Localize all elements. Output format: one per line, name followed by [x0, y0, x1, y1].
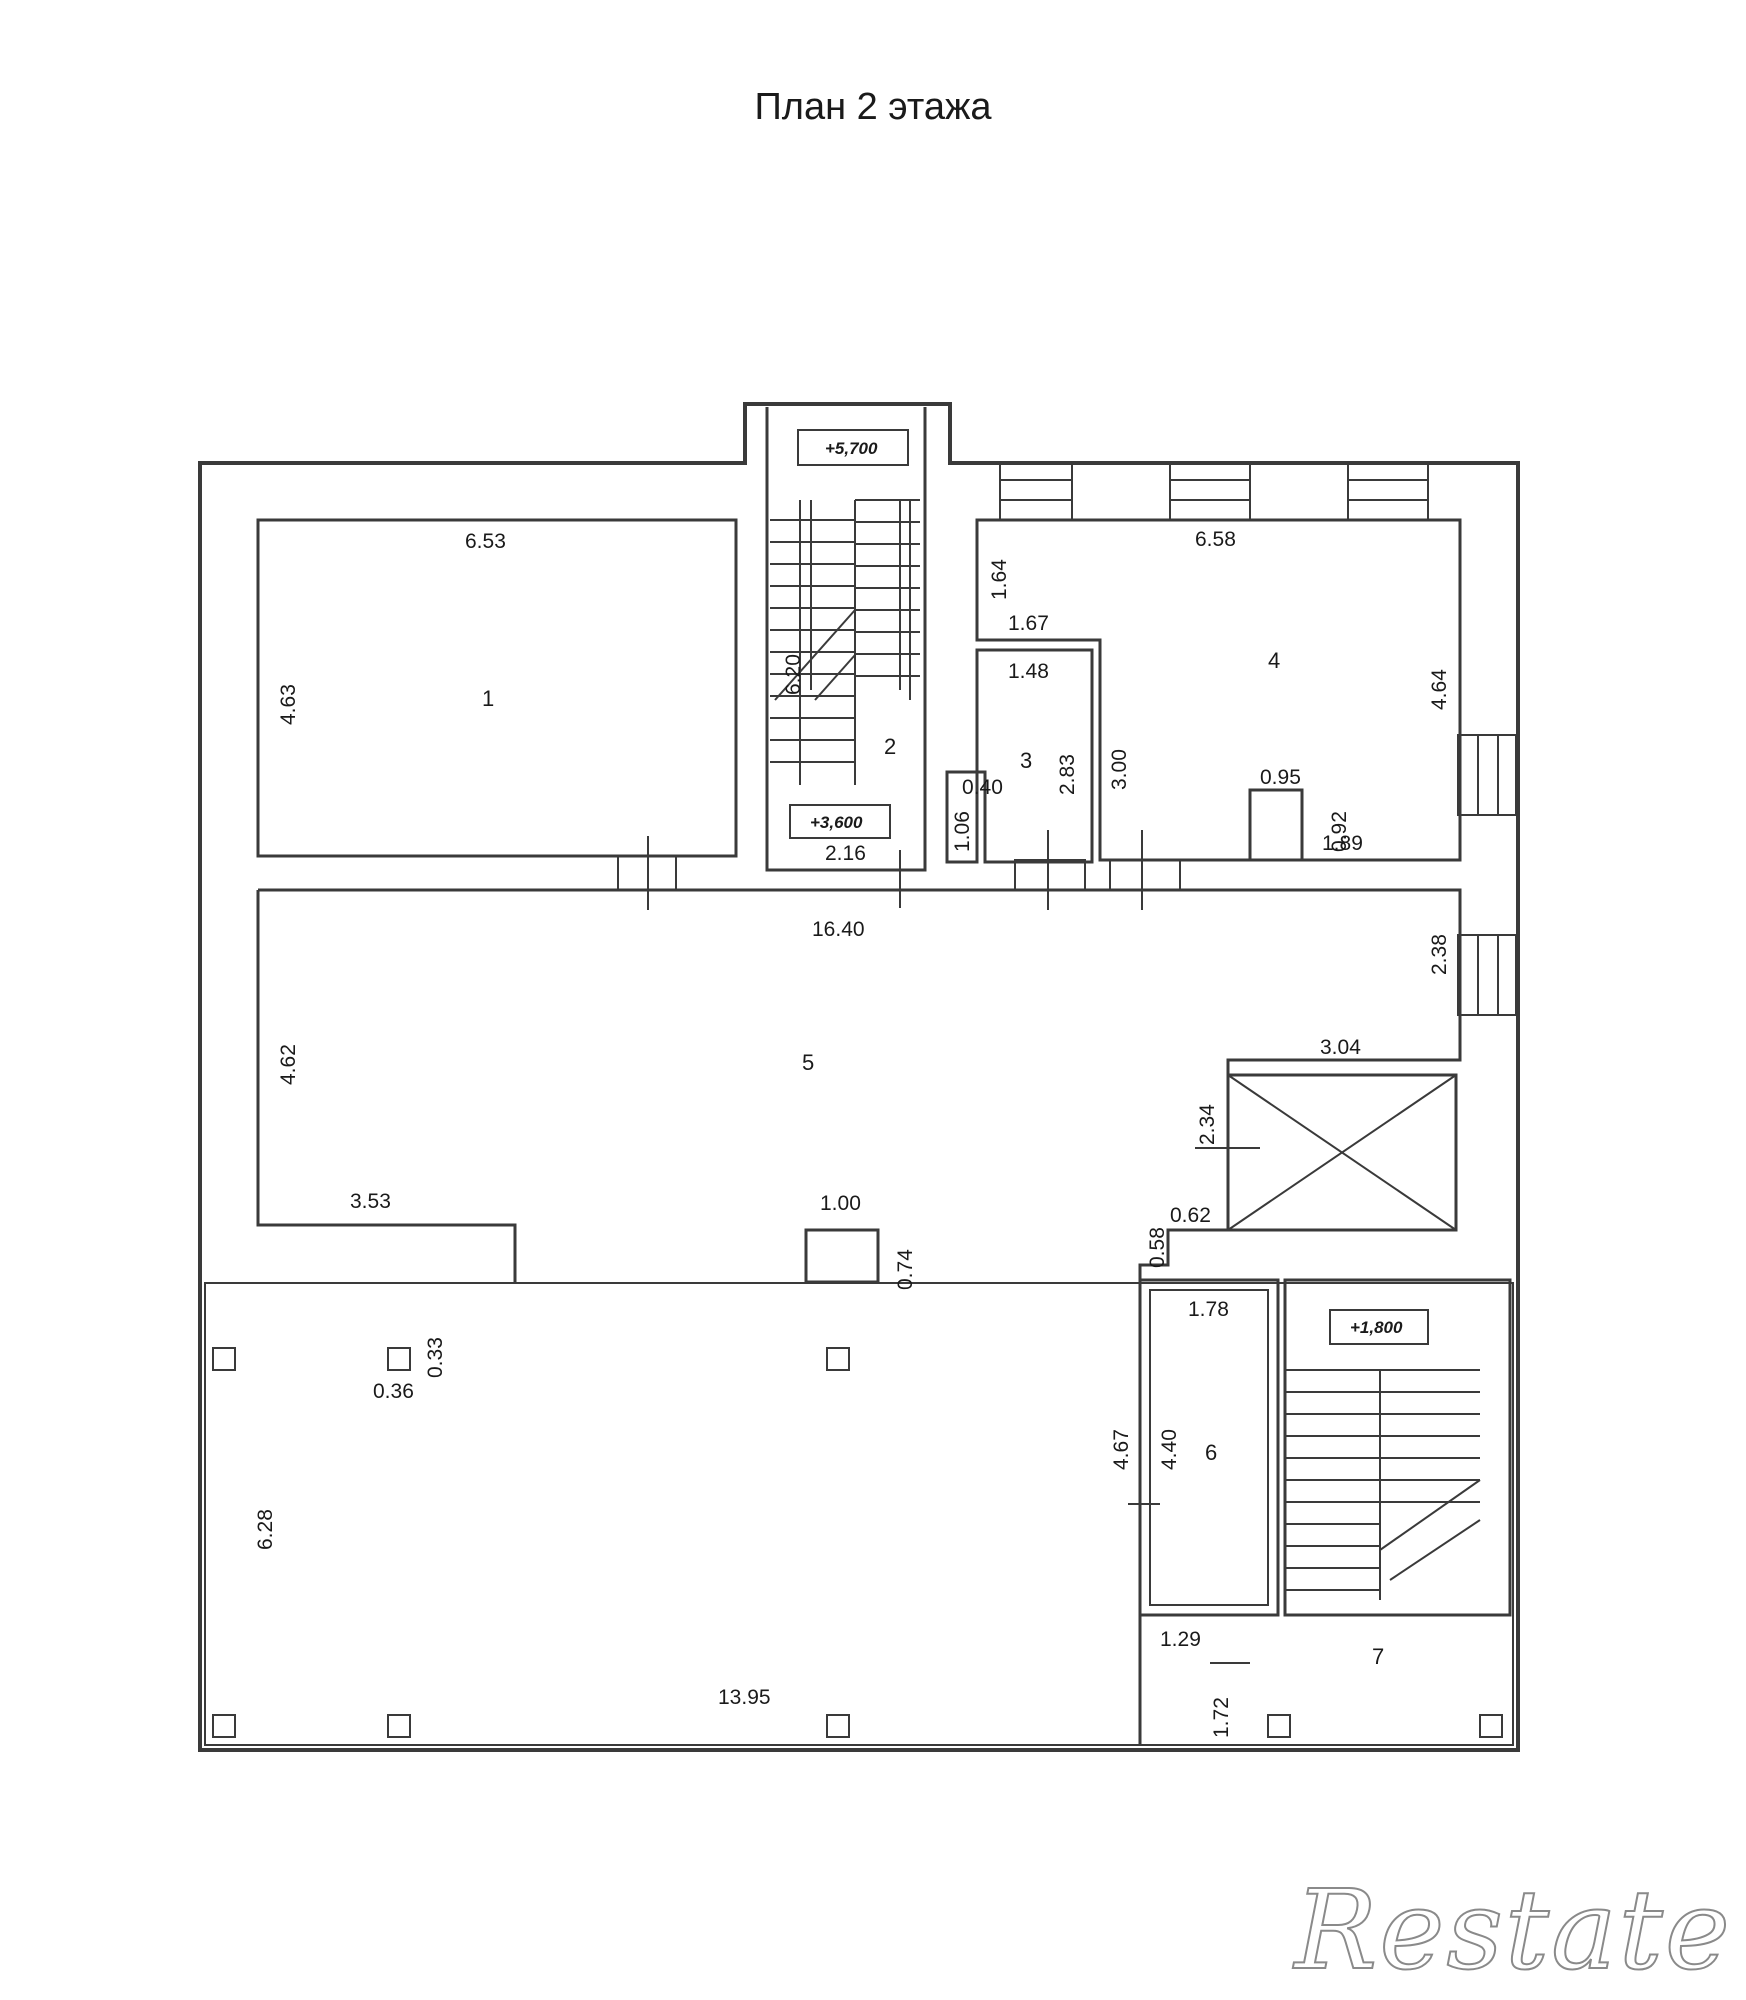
column-center: [804, 1228, 880, 1284]
exterior-walls: [198, 402, 1520, 1752]
dimension-labels: 6.53 2.16 1.48 0.40 1.67 6.58 0.95 1.89 …: [350, 528, 1363, 1709]
dimension: 0.33: [424, 1337, 447, 1378]
room-5-outline: [256, 888, 1462, 1745]
dimension: 6.20: [782, 654, 805, 695]
dimension: 0.62: [1170, 1204, 1211, 1227]
dimension: 6.28: [254, 1509, 277, 1550]
room-number: 6: [1205, 1440, 1217, 1465]
dimension: 3.00: [1108, 749, 1131, 790]
dimension: 4.63: [277, 684, 300, 725]
elevation-mark: +5,700: [825, 439, 878, 458]
dimension: 2.83: [1056, 754, 1079, 795]
dimension: 0.92: [1328, 811, 1351, 852]
room-number: 2: [884, 734, 896, 759]
stair-7: [1283, 1278, 1512, 1617]
dimension: 0.58: [1146, 1227, 1169, 1268]
dimension: 3.53: [350, 1190, 391, 1213]
elevation-mark: +3,600: [810, 813, 863, 832]
dimension: 4.64: [1428, 669, 1451, 710]
dimension: 1.29: [1160, 1628, 1201, 1651]
room-number: 4: [1268, 648, 1280, 673]
door-marks: [617, 830, 1260, 1664]
room-4-box: [1248, 788, 1304, 862]
dimension: 1.72: [1210, 1697, 1233, 1738]
room-3-outline: [945, 648, 1094, 864]
room-4-outline: [975, 518, 1462, 862]
dimension: 2.38: [1428, 934, 1451, 975]
dimension-labels-vertical: 4.63 6.20 2.83 1.06 1.64 3.00 4.64 0.92 …: [254, 559, 1451, 1738]
room-number: 3: [1020, 748, 1032, 773]
dimension: 4.40: [1158, 1429, 1181, 1470]
dimension: 13.95: [718, 1686, 771, 1709]
dimension: 3.04: [1320, 1036, 1361, 1059]
side-windows: [1457, 734, 1517, 1016]
columns: [212, 1347, 1503, 1738]
dimension: 4.62: [277, 1044, 300, 1085]
dimension: 1.06: [951, 811, 974, 852]
dimension: 1.00: [820, 1192, 861, 1215]
elevation-mark: +1,800: [1350, 1318, 1403, 1337]
dimension: 4.67: [1110, 1429, 1133, 1470]
room-number: 5: [802, 1050, 814, 1075]
restate-watermark: Restate: [1294, 1865, 1732, 1995]
dimension: 0.74: [894, 1249, 917, 1290]
room-number: 7: [1372, 1644, 1384, 1669]
dimension: 0.40: [962, 776, 1003, 799]
dimension: 0.36: [373, 1380, 414, 1403]
room-numbers: 1 2 3 4 5 6 7: [482, 648, 1384, 1669]
room-1-outline: [256, 518, 738, 858]
room-6-outline: [1138, 1278, 1280, 1617]
plan-title: План 2 этажа: [754, 86, 992, 128]
room-number: 1: [482, 686, 494, 711]
dimension: 16.40: [812, 918, 865, 941]
dimension: 6.58: [1195, 528, 1236, 551]
dimension: 1.48: [1008, 660, 1049, 683]
dimension: 1.64: [988, 559, 1011, 600]
dimension: 1.89: [1322, 832, 1363, 855]
dimension: 1.67: [1008, 612, 1049, 635]
dimension: 6.53: [465, 530, 506, 553]
dimension: 1.78: [1188, 1298, 1229, 1321]
dimension: 2.34: [1196, 1104, 1219, 1145]
elevator-shaft: [1226, 1073, 1458, 1232]
stair-2: [765, 407, 927, 872]
dimension: 0.95: [1260, 766, 1301, 789]
top-windows: [999, 462, 1429, 521]
dimension: 2.16: [825, 842, 866, 865]
elevation-marks: +5,700 +3,600 +1,800: [810, 439, 1403, 1337]
